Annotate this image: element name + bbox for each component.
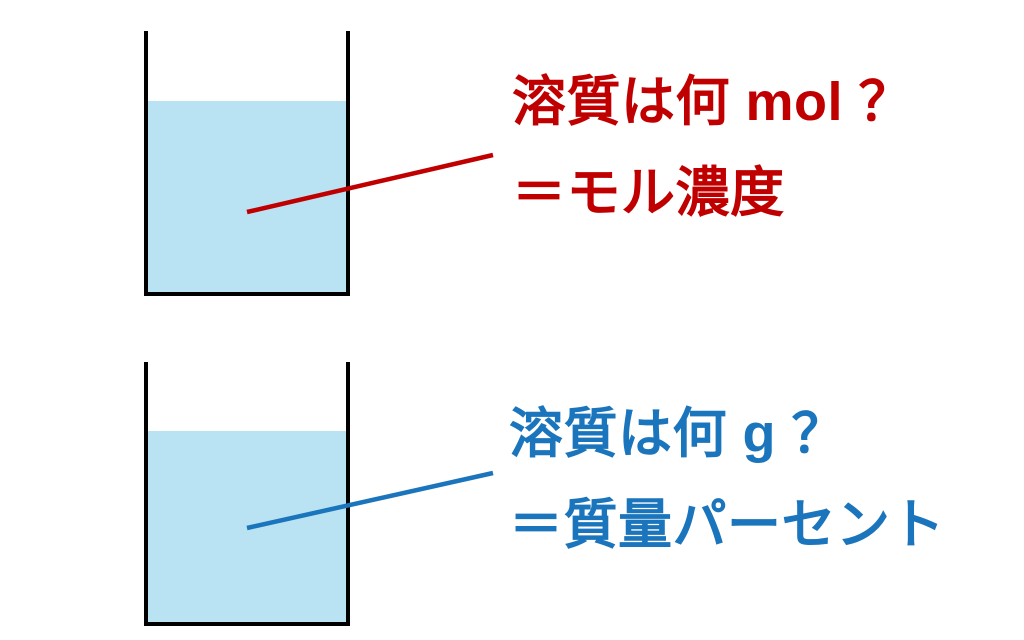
annotation-mass-line1: 溶質は何 g ？ [509,404,846,464]
annotation-mass-line2: ＝質量パーセント [509,495,945,555]
annotation-molar-line1: 溶質は何 mol ？ [512,72,914,132]
beaker-top-liquid [148,101,346,292]
beaker-bottom-liquid [148,431,346,622]
annotation-molar-concentration: 溶質は何 mol ？ ＝モル濃度 [512,57,913,239]
beaker-bottom [144,362,350,626]
beaker-top [144,31,350,296]
annotation-mass-percent: 溶質は何 g ？ ＝質量パーセント [509,389,945,571]
annotation-molar-line2: ＝モル濃度 [512,163,785,223]
